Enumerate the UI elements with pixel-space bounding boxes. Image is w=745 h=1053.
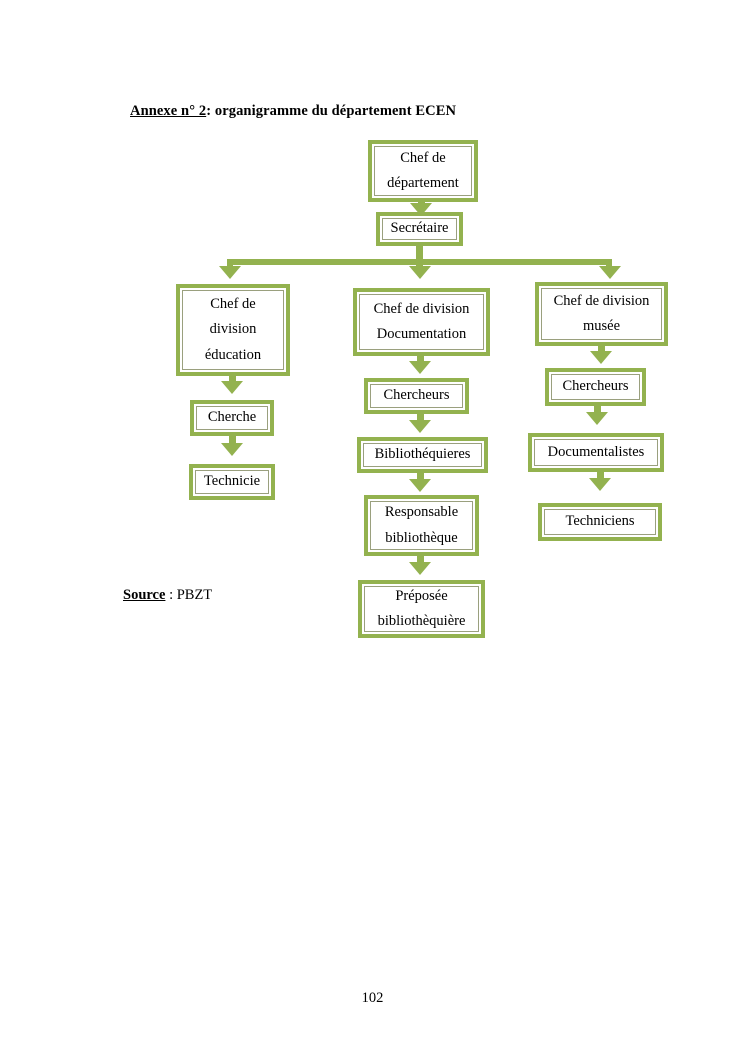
- node-documentalistes-line-1: Documentalistes: [547, 443, 645, 460]
- node-chef-division-education-label: Chef de division éducation: [182, 290, 284, 370]
- arrow-responsable-to-preposee: [409, 562, 431, 575]
- connector-chercheurs-musee-to-documentalistes: [594, 405, 601, 416]
- node-responsable-bibliotheque-line-1: Responsable: [384, 504, 459, 521]
- node-chef-departement-line-1: Chef de: [400, 149, 446, 166]
- node-chef-division-documentation[interactable]: Chef de division Documentation: [353, 288, 490, 356]
- node-preposee-bibliothequiere-line-1: Préposée: [395, 587, 448, 604]
- connector-chercheurs-to-bibliothequieres: [417, 413, 424, 424]
- arrow-chercheurs-to-bibliothequieres: [409, 420, 431, 433]
- page-title-rest: : organigramme du département ECEN: [206, 103, 457, 119]
- node-documentalistes[interactable]: Documentalistes: [528, 433, 664, 472]
- page-title: Annexe n° 2: organigramme du département…: [130, 103, 456, 120]
- node-cherche-education-line-1: Cherche: [207, 409, 257, 426]
- connector-musee-to-chercheurs: [598, 344, 605, 355]
- node-chef-departement-label: Chef de département: [374, 146, 472, 196]
- node-preposee-bibliothequiere-label: Préposée bibliothèquière: [364, 586, 479, 632]
- source-note: Source : PBZT: [123, 587, 212, 604]
- connector-documentalistes-to-techniciens: [597, 471, 604, 482]
- arrow-documentalistes-to-techniciens: [589, 478, 611, 491]
- node-chef-division-documentation-line-2: Documentation: [376, 326, 467, 342]
- node-cherche-education-label: Cherche: [196, 406, 268, 430]
- node-chercheurs-documentation[interactable]: Chercheurs: [364, 378, 469, 414]
- node-technicie-education-line-1: Technicie: [203, 473, 261, 490]
- node-cherche-education[interactable]: Cherche: [190, 400, 274, 436]
- node-responsable-bibliotheque-label: Responsable bibliothèque: [370, 501, 473, 550]
- page-number: 102: [361, 990, 384, 1006]
- distribution-bar-drop-left: [227, 259, 233, 270]
- connector-education-to-cherche: [229, 374, 236, 385]
- node-bibliothequieres-label: Bibliothéquieres: [363, 443, 482, 467]
- connector-bibliothequieres-to-responsable: [417, 472, 424, 483]
- node-chercheurs-musee-label: Chercheurs: [551, 374, 640, 400]
- arrow-to-chef-division-musee: [599, 266, 621, 279]
- arrow-to-chef-division-education: [219, 266, 241, 279]
- connector-cherche-to-technicie: [229, 435, 236, 447]
- node-chef-division-musee[interactable]: Chef de division musée: [535, 282, 668, 346]
- node-chercheurs-documentation-line-1: Chercheurs: [383, 387, 450, 404]
- distribution-bar-drop-right: [606, 259, 612, 270]
- arrow-bibliothequieres-to-responsable: [409, 479, 431, 492]
- node-preposee-bibliothequiere[interactable]: Préposée bibliothèquière: [358, 580, 485, 638]
- node-documentalistes-label: Documentalistes: [534, 439, 658, 466]
- node-techniciens-musee[interactable]: Techniciens: [538, 503, 662, 541]
- node-chef-division-education[interactable]: Chef de division éducation: [176, 284, 290, 376]
- node-chef-division-education-line-2: division: [209, 321, 257, 338]
- node-secretaire[interactable]: Secrétaire: [376, 212, 463, 246]
- node-technicie-education[interactable]: Technicie: [189, 464, 275, 500]
- node-secretaire-label: Secrétaire: [382, 218, 457, 240]
- node-chercheurs-musee-line-1: Chercheurs: [562, 378, 629, 395]
- arrow-cherche-to-technicie: [221, 443, 243, 456]
- distribution-bar-drop-center: [416, 259, 423, 270]
- arrow-to-chef-division-documentation: [409, 266, 431, 279]
- connector-documentation-to-chercheurs: [417, 354, 424, 365]
- node-bibliothequieres[interactable]: Bibliothéquieres: [357, 437, 488, 473]
- node-responsable-bibliotheque[interactable]: Responsable bibliothèque: [364, 495, 479, 556]
- arrow-education-to-cherche: [221, 381, 243, 394]
- node-chef-division-musee-line-1: Chef de division: [553, 292, 650, 309]
- source-value: : PBZT: [165, 587, 213, 603]
- node-chef-division-education-line-1: Chef de: [210, 295, 256, 312]
- node-techniciens-musee-line-1: Techniciens: [565, 513, 635, 530]
- arrow-documentation-to-chercheurs: [409, 361, 431, 374]
- arrow-chercheurs-musee-to-documentalistes: [586, 412, 608, 425]
- arrow-musee-to-chercheurs: [590, 351, 612, 364]
- node-chercheurs-documentation-label: Chercheurs: [370, 384, 463, 408]
- node-techniciens-musee-label: Techniciens: [544, 509, 656, 535]
- node-chef-division-education-line-3: éducation: [204, 346, 262, 363]
- node-secretaire-line-1: Secrétaire: [390, 220, 449, 237]
- node-chef-division-musee-label: Chef de division musée: [541, 288, 662, 340]
- node-technicie-education-label: Technicie: [195, 470, 269, 494]
- node-chef-departement[interactable]: Chef de département: [368, 140, 478, 202]
- node-bibliothequieres-line-1: Bibliothéquieres: [374, 446, 471, 463]
- node-chef-division-documentation-label: Chef de division Documentation: [359, 294, 484, 350]
- node-chef-departement-line-2: département: [387, 175, 459, 191]
- node-preposee-bibliothequiere-line-2: bibliothèquière: [377, 613, 466, 629]
- node-chef-division-documentation-line-1: Chef de division: [373, 300, 470, 317]
- node-chercheurs-musee[interactable]: Chercheurs: [545, 368, 646, 406]
- node-responsable-bibliotheque-line-2: bibliothèque: [385, 529, 458, 546]
- connector-responsable-to-preposee: [417, 555, 424, 566]
- source-label: Source: [123, 587, 166, 603]
- node-chef-division-musee-line-2: musée: [582, 318, 621, 334]
- page-title-annexe-label: Annexe n° 2: [130, 103, 207, 119]
- connector-secretaire-to-distribution-bar: [416, 245, 423, 262]
